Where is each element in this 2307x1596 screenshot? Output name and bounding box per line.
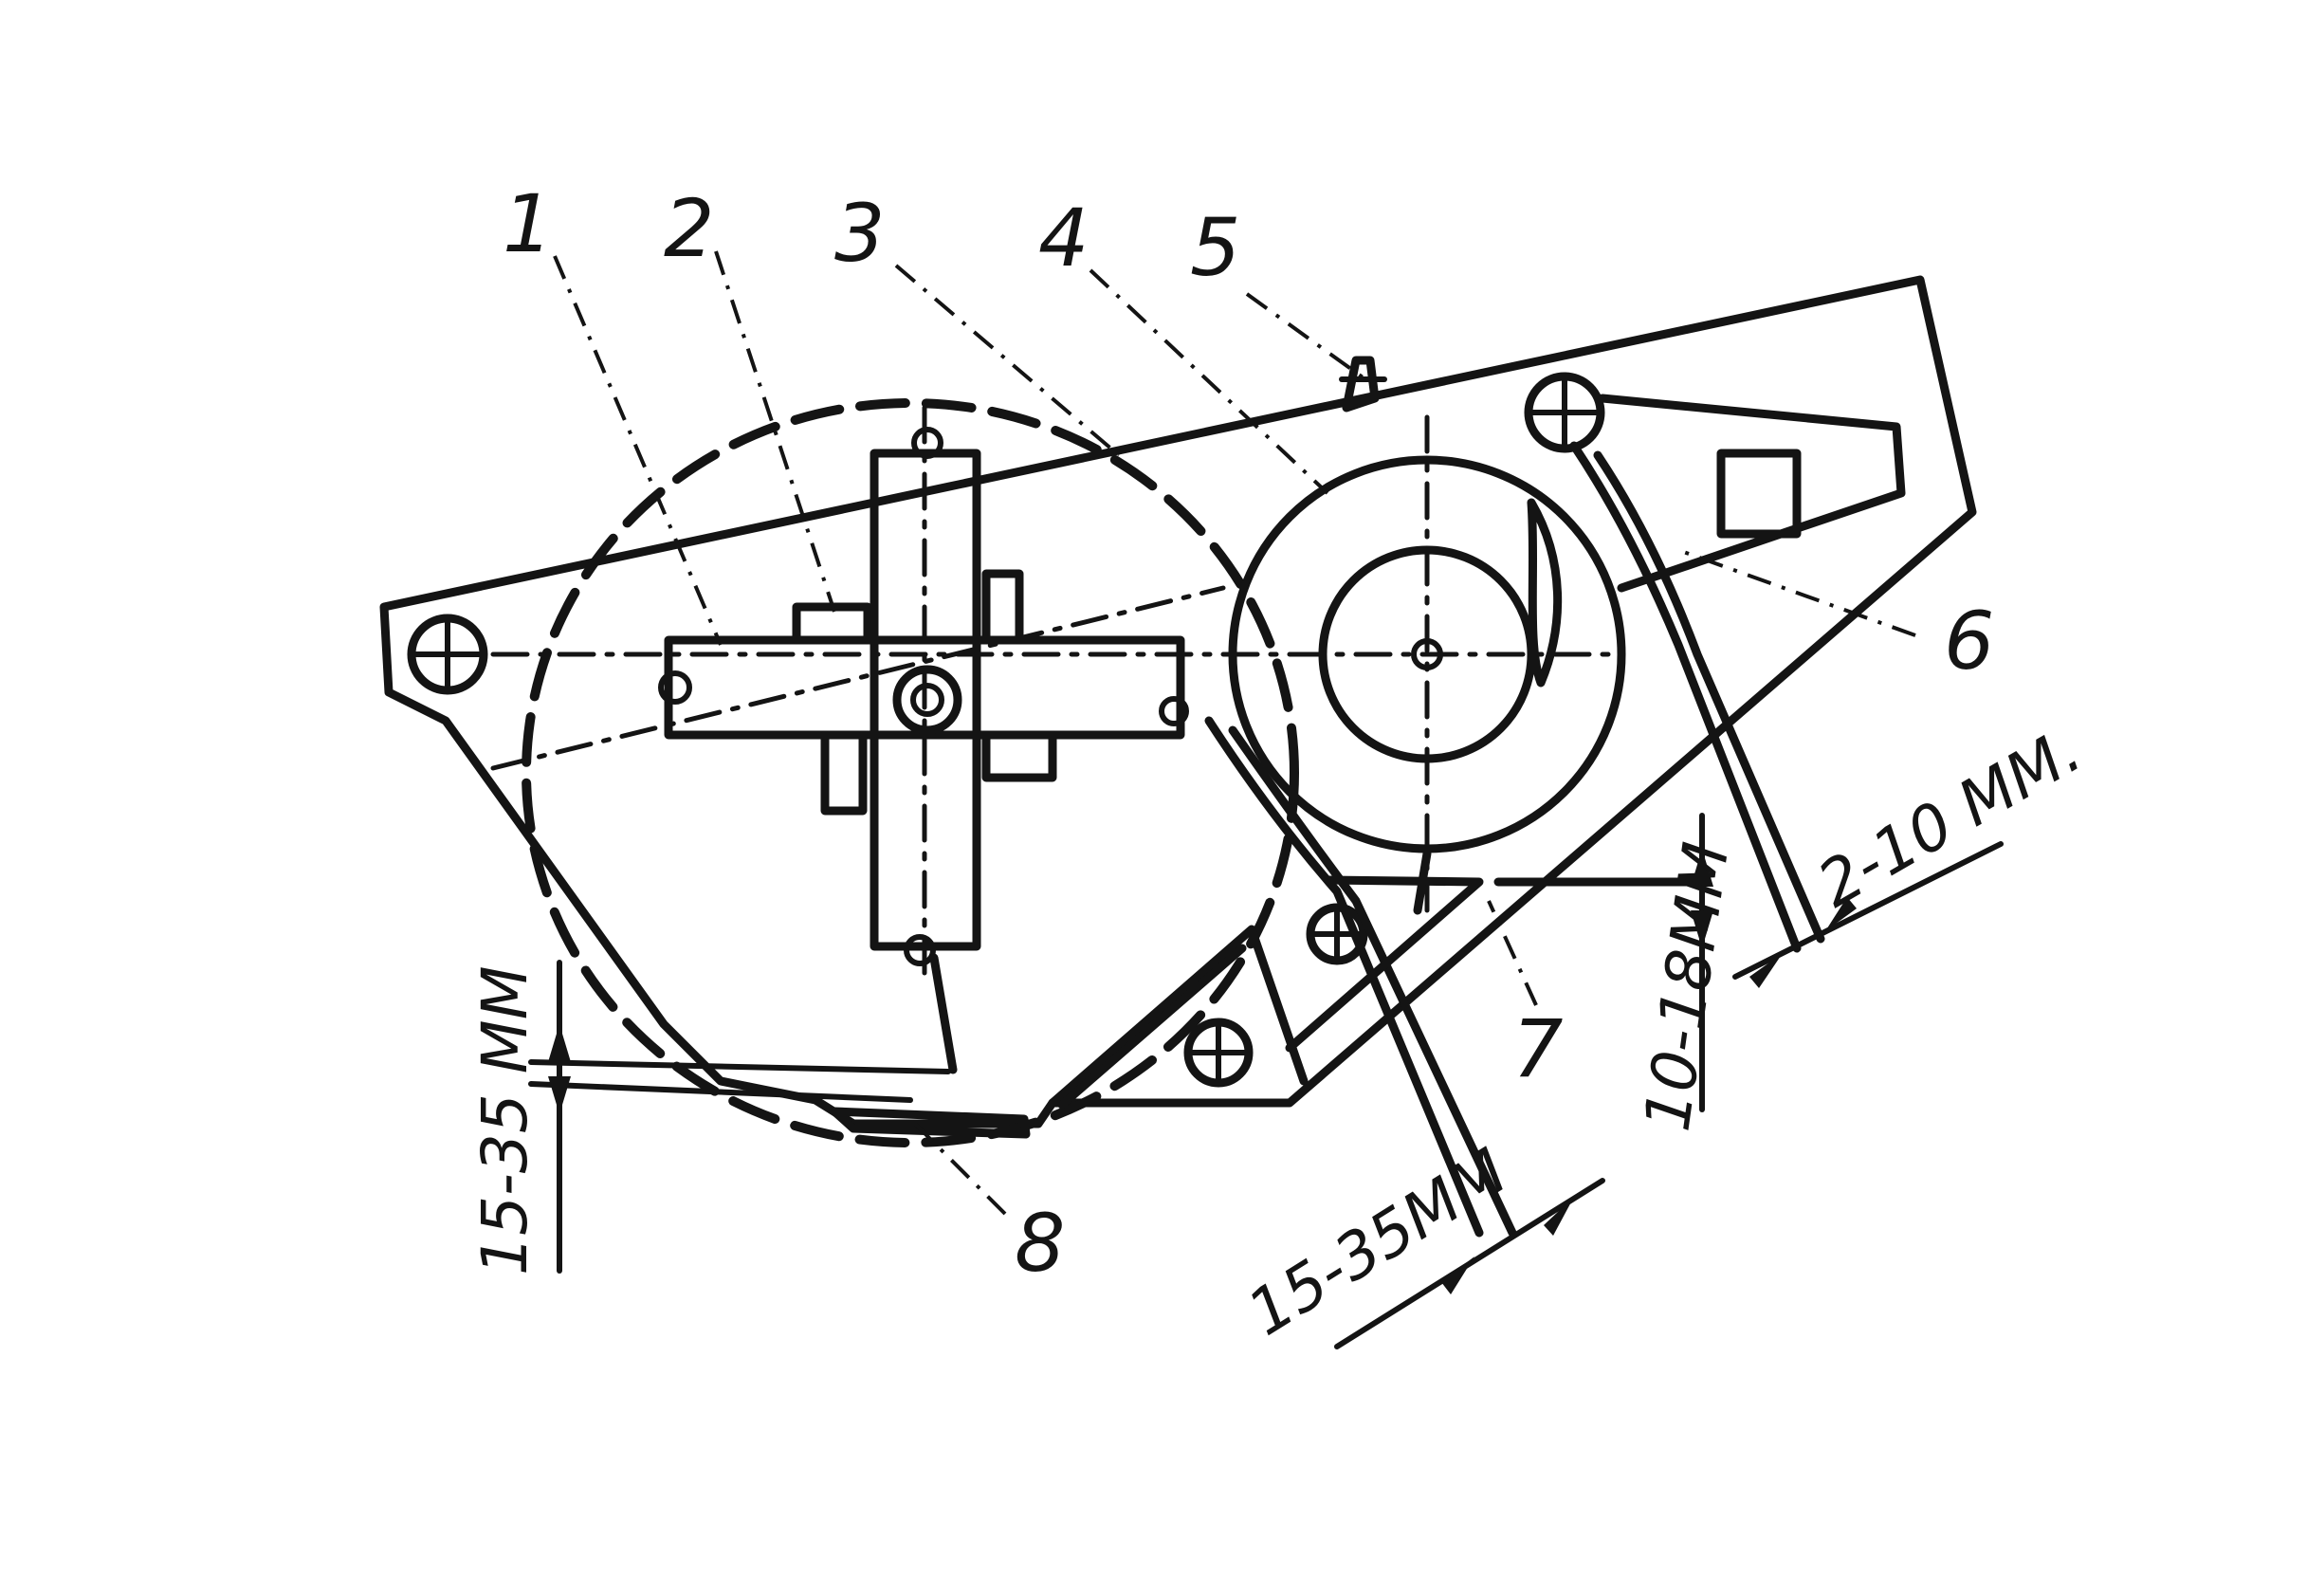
rotor-path-circle (522, 398, 1299, 1147)
part-number-1: 1 (503, 177, 553, 270)
dim-right-diagonal (1732, 841, 2004, 988)
dim-bottom-diagonal (1334, 1178, 1605, 1349)
belt (1204, 441, 1825, 1238)
centerline-diagonal (490, 585, 1226, 771)
part-number-8: 8 (1015, 1197, 1065, 1290)
bolt-hole-top-right (1524, 372, 1605, 453)
pulley-wheel (1228, 455, 1626, 915)
part-number-5: 5 (1190, 201, 1240, 294)
rotor-blade (870, 427, 981, 1074)
knife-blade (528, 1059, 1031, 1139)
part-number-3: 3 (834, 187, 885, 280)
lower-arm (1048, 875, 1712, 1110)
dim-label-right-diagonal: 2-10 MM. (1806, 713, 2094, 922)
part-number-6: 6 (1944, 595, 1994, 688)
bolt-hole-left (407, 614, 488, 695)
leader-lines (553, 250, 1916, 1216)
right-bracket (1598, 394, 1906, 593)
bolt-hole-triangle (1183, 1018, 1254, 1088)
dim-label-bottom-diagonal: 15-35MM (1236, 1134, 1520, 1349)
part-number-7: 7 (1512, 1002, 1563, 1095)
dim-right-vertical (1691, 813, 1713, 1112)
part-number-2: 2 (664, 182, 714, 275)
fastener-bolt (1339, 356, 1387, 413)
dim-label-left-vertical: 15-35 MM (468, 965, 541, 1275)
dim-left-vertical (548, 960, 571, 1274)
part-number-4: 4 (1038, 192, 1089, 284)
shaft-assembly (658, 569, 1189, 816)
